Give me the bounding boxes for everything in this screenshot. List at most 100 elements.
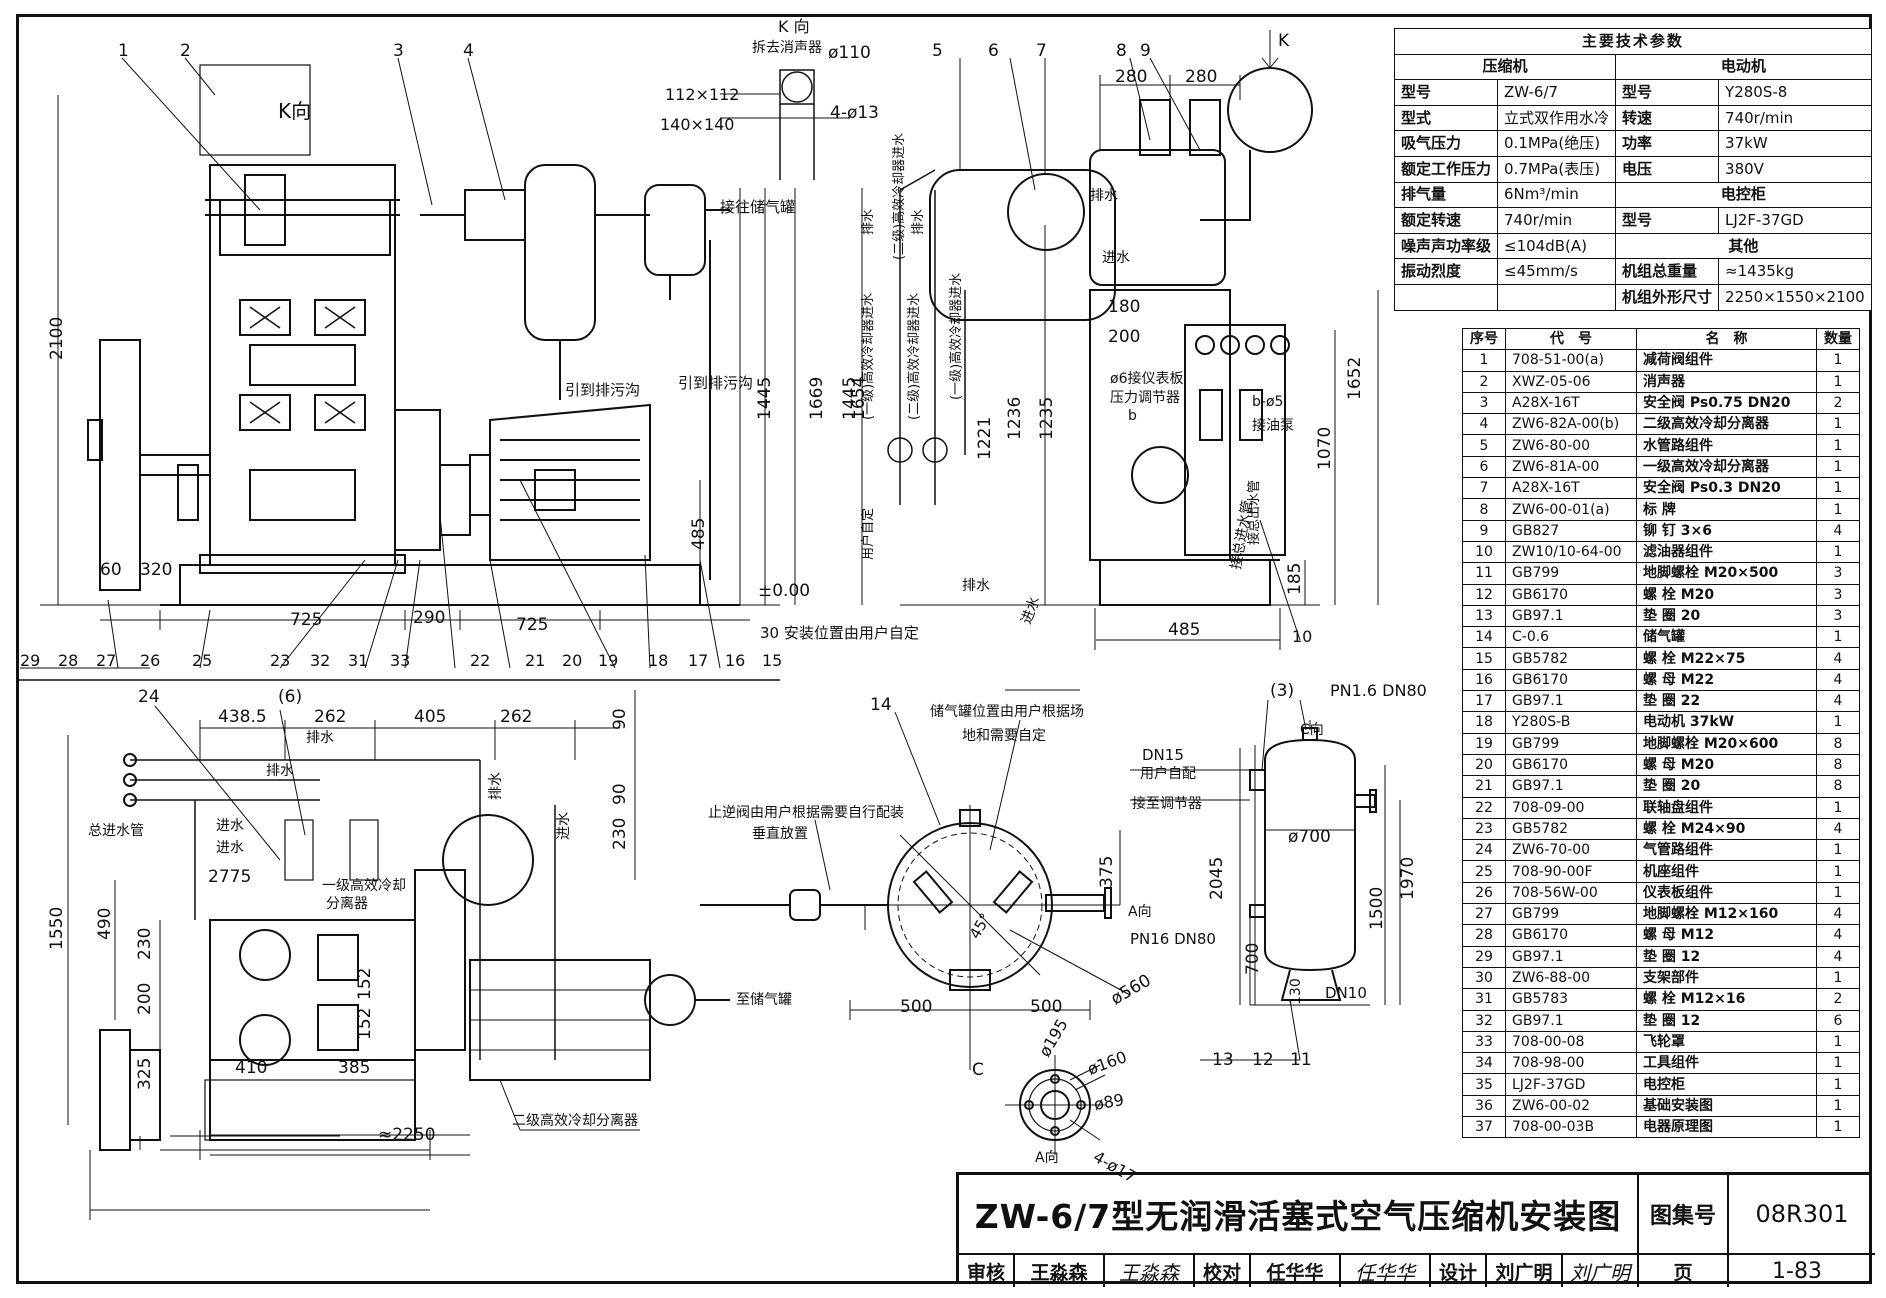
parts-cell-qty: 1 <box>1816 839 1860 862</box>
parts-cell-code: 708-56W-00 <box>1505 881 1637 905</box>
parts-cell-qty: 1 <box>1816 498 1860 521</box>
dim-d560: ø560 <box>1108 971 1155 1010</box>
parts-cell-code: GB799 <box>1505 562 1637 585</box>
parts-cell-qty: 1 <box>1816 881 1860 905</box>
dim-490: 490 <box>95 908 115 940</box>
k-detail-holes: 4-ø13 <box>830 103 879 123</box>
parts-cell-name: 螺 栓 M22×75 <box>1636 647 1817 670</box>
plan-drain-right: 排水 <box>488 772 504 800</box>
parts-cell-name: 储气罐 <box>1636 626 1817 649</box>
parts-cell-code: ZW6-80-00 <box>1505 434 1637 457</box>
dim-725-b: 725 <box>516 615 548 635</box>
signature-row: 审核 王淼森 王淼森 校对 任华华 任华华 设计 刘广明 刘广明 页 1-83 <box>959 1255 1875 1287</box>
parts-cell-qty: 4 <box>1816 945 1860 968</box>
parts-cell-name: 垫 圈 12 <box>1636 945 1817 968</box>
parts-cell-qty: 2 <box>1816 391 1860 415</box>
tank-side-view <box>1130 699 1401 1061</box>
dim-280-b: 280 <box>1185 67 1217 87</box>
parts-cell-no: 35 <box>1462 1073 1506 1096</box>
parts-cell-qty: 1 <box>1816 1073 1860 1096</box>
parts-cell-name: 水管路组件 <box>1636 434 1817 457</box>
parts-cell-qty: 4 <box>1816 817 1860 841</box>
parts-cell-code: LJ2F-37GD <box>1505 1073 1637 1096</box>
parts-cell-code: C-0.6 <box>1505 626 1637 649</box>
side-view <box>887 30 1379 650</box>
design-label: 设计 <box>1431 1255 1487 1287</box>
callout-25: 25 <box>192 651 212 670</box>
parts-cell-code: GB799 <box>1505 903 1637 926</box>
parts-cell-code: GB6170 <box>1505 668 1637 692</box>
parts-cell-name: 电动机 37kW <box>1636 711 1817 734</box>
parts-cell-code: GB97.1 <box>1505 1009 1637 1032</box>
parts-cell-code: GB97.1 <box>1505 690 1637 713</box>
parts-cell-qty: 1 <box>1816 540 1860 564</box>
atlas-number-label: 图集号 <box>1639 1175 1729 1255</box>
callout-8: 8 <box>1116 41 1127 61</box>
side-label-cooler2-b: (二级)高效冷却器进水 <box>906 293 922 420</box>
dim-200: 200 <box>135 983 155 1015</box>
parts-cell-no: 20 <box>1462 753 1506 777</box>
parts-cell-qty: 1 <box>1816 711 1860 734</box>
parts-cell-name: 地脚螺栓 M12×160 <box>1636 903 1817 926</box>
callout-15: 15 <box>762 651 782 670</box>
side-label-drain-bottom: 排水 <box>962 578 990 594</box>
parts-cell-name: 机座组件 <box>1636 860 1817 883</box>
check-valve-note-1: 止逆阀由用户根据需要自行配装 <box>708 804 904 821</box>
side-label-cooler1-a: (一级)高效冷却器进水 <box>860 293 876 420</box>
flange-d195: ø195 <box>1035 1016 1072 1060</box>
callout-19: 19 <box>598 651 618 670</box>
side-label-cooler2-a: (二级)高效冷却器进水 <box>891 133 907 260</box>
parts-cell-no: 3 <box>1462 391 1506 415</box>
parts-cell-qty: 4 <box>1816 519 1860 542</box>
plan-inlet-right: 进水 <box>556 812 572 840</box>
parts-cell-name: 地脚螺栓 M20×500 <box>1636 562 1817 585</box>
k-view-detail <box>720 69 850 180</box>
atlas-number-value: 08R301 <box>1729 1175 1875 1255</box>
parts-cell-name: 减荷阀组件 <box>1636 349 1817 372</box>
callout-24: 24 <box>138 687 160 707</box>
tank-side-c3: (3) <box>1270 681 1294 701</box>
parts-cell-no: 32 <box>1462 1009 1506 1032</box>
dim-410: 410 <box>235 1058 267 1078</box>
tank-side-dn10: DN10 <box>1325 984 1367 1002</box>
parts-cell-no: 17 <box>1462 690 1506 713</box>
parts-cell-name: 安全阀 Ps0.3 DN20 <box>1636 477 1817 500</box>
parts-header-row: 序号 代 号 名 称 数量 <box>1462 327 1860 351</box>
parts-cell-code: GB827 <box>1505 519 1637 542</box>
parts-cell-name: 螺 栓 M12×16 <box>1636 988 1817 1011</box>
side-label-inlet-top: 进水 <box>1102 250 1130 266</box>
callout-26: 26 <box>140 651 160 670</box>
dim-1669: 1669 <box>807 377 827 420</box>
callout-20: 20 <box>562 651 582 670</box>
parts-cell-qty: 8 <box>1816 775 1860 798</box>
parts-cell-name: 螺 栓 M24×90 <box>1636 817 1817 841</box>
parts-cell-no: 5 <box>1462 434 1506 457</box>
parts-cell-no: 1 <box>1462 349 1506 372</box>
parts-cell-no: 27 <box>1462 903 1506 926</box>
parts-header-code: 代 号 <box>1505 327 1637 351</box>
callout-4: 4 <box>463 41 474 61</box>
dim-320: 320 <box>140 560 172 580</box>
parts-cell-qty: 1 <box>1816 1052 1860 1075</box>
parts-cell-code: GB5783 <box>1505 988 1637 1011</box>
side-label-drain-1: 排水 <box>861 209 876 235</box>
dim-2100: 2100 <box>47 317 67 360</box>
parts-cell-code: ZW6-88-00 <box>1505 966 1637 990</box>
parts-cell-qty: 1 <box>1816 1030 1860 1054</box>
front-view <box>20 57 863 669</box>
